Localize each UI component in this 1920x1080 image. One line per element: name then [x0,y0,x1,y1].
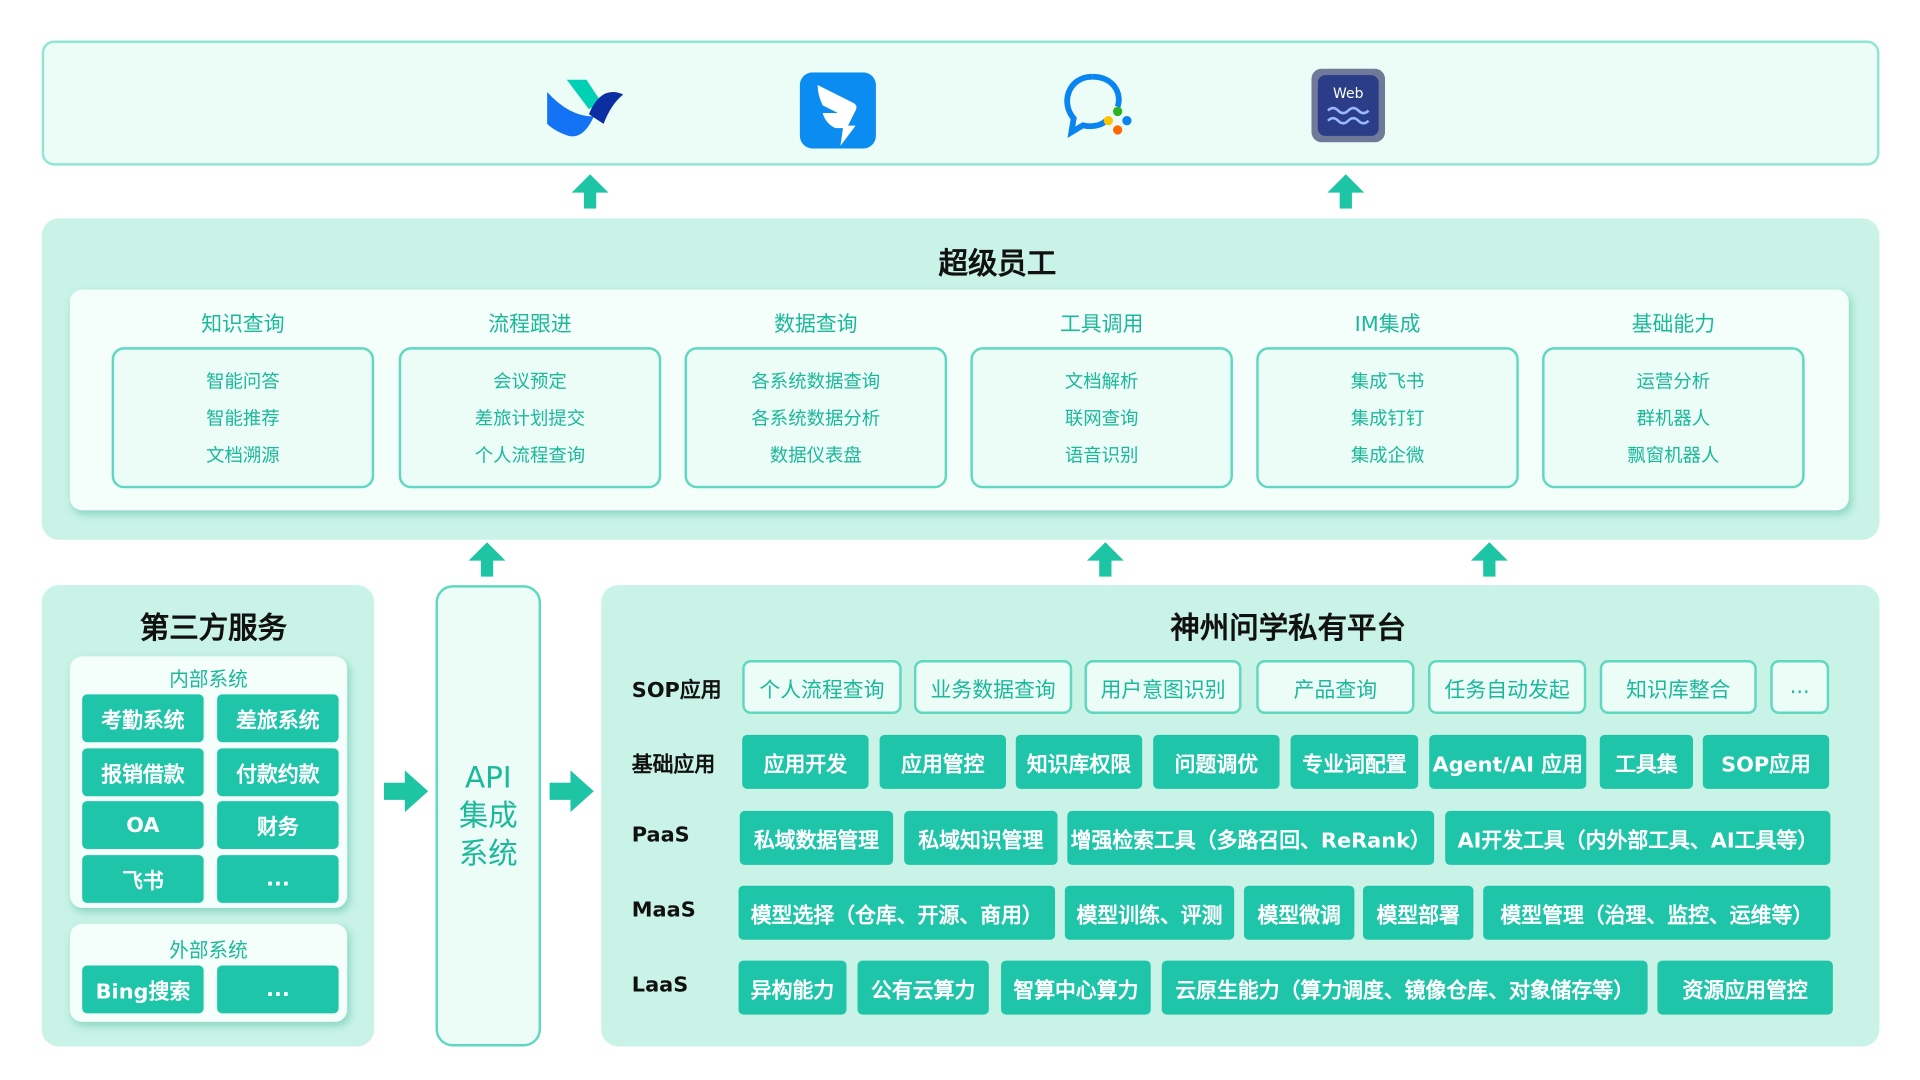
arrow-up-icon [1327,174,1365,209]
platform-chip[interactable]: 模型训练、评测 [1064,885,1235,940]
row-label: 基础应用 [631,753,716,778]
api-line: API [464,760,512,795]
api-line: 系统 [458,836,518,871]
super-employee-title: 超级员工 [938,246,1057,281]
row-label: MaaS [631,898,696,923]
capability-item: 联网查询 [1064,407,1139,430]
platform-chip[interactable]: 用户意图识别 [1084,660,1242,714]
platform-chip[interactable]: 业务数据查询 [913,660,1073,714]
internal-system-chip[interactable]: 飞书 [82,855,204,903]
platform-chip[interactable]: 问题调优 [1153,734,1280,789]
capability-item: 智能问答 [206,370,280,393]
capability-item: 集成钉钉 [1350,407,1425,430]
column-header: 基础能力 [1631,312,1716,338]
platform-chip[interactable]: 私域数据管理 [739,810,894,865]
capability-item: 各系统数据分析 [751,407,881,430]
internal-system-chip[interactable]: 差旅系统 [217,694,339,743]
arrow-up-icon [571,174,609,209]
internal-system-chip[interactable]: 付款约款 [217,748,339,797]
internal-system-chip[interactable]: 考勤系统 [82,694,204,743]
platform-chip[interactable]: 增强检索工具（多路召回、ReRank） [1067,810,1435,865]
web-icon: Web [1311,68,1386,143]
capability-item: 各系统数据查询 [751,370,881,393]
capability-box: 会议预定差旅计划提交个人流程查询 [398,347,662,489]
platform-chip[interactable]: 产品查询 [1256,660,1415,714]
internal-system-chip[interactable]: OA [82,801,204,849]
platform-chip[interactable]: 工具集 [1599,734,1693,789]
platform-chip[interactable]: 公有云算力 [857,960,989,1015]
row-label: LaaS [631,972,689,998]
platform-chip[interactable]: 专业词配置 [1290,734,1419,789]
internal-system-chip[interactable]: ... [217,855,339,903]
platform-chip[interactable]: 模型选择（仓库、开源、商用） [738,885,1056,940]
platform-chip[interactable]: 应用开发 [742,734,869,789]
platform-chip[interactable]: Agent/AI 应用 [1429,734,1587,789]
column-header: 数据查询 [774,312,858,338]
column-header: 流程跟进 [488,312,572,338]
column-header: 知识查询 [201,312,285,338]
capability-item: 个人流程查询 [474,444,586,467]
capability-item: 语音识别 [1064,444,1139,467]
capability-item: 集成企微 [1350,444,1425,467]
capability-box: 运营分析群机器人飘窗机器人 [1542,347,1805,489]
api-integration-box: API 集成 系统 [435,585,542,1047]
platform-chip[interactable]: 个人流程查询 [742,660,902,714]
capability-item: 智能推荐 [206,407,280,430]
capability-item: 文档解析 [1064,370,1139,393]
platform-chip[interactable]: 模型部署 [1362,885,1474,940]
external-system-chip[interactable]: ... [217,965,339,1014]
internal-system-chip[interactable]: 报销借款 [82,748,204,797]
platform-chip[interactable]: 资源应用管控 [1657,960,1833,1015]
internal-system-chip[interactable]: 财务 [217,801,339,849]
row-label: SOP应用 [631,678,722,703]
column-header: 工具调用 [1059,312,1144,338]
capability-item: 会议预定 [493,370,567,393]
platform-title: 神州问学私有平台 [1170,610,1406,646]
feishu-icon [547,79,624,137]
capability-box: 文档解析联网查询语音识别 [970,347,1233,489]
external-system-chip[interactable]: Bing搜索 [82,965,204,1014]
row-label: PaaS [631,823,690,848]
arrow-up-icon [1470,542,1508,577]
platform-chip[interactable]: 知识库权限 [1015,734,1143,789]
platform-chip[interactable]: 任务自动发起 [1427,660,1587,714]
capability-item: 集成飞书 [1350,370,1425,393]
platform-chip[interactable]: 应用管控 [879,734,1006,789]
platform-chip[interactable]: 私域知识管理 [904,810,1058,865]
dingtalk-icon [799,72,876,149]
platform-chip[interactable]: 模型微调 [1243,885,1355,940]
capability-box: 各系统数据查询各系统数据分析数据仪表盘 [684,347,948,489]
svg-text:Web: Web [1333,86,1364,102]
capability-item: 差旅计划提交 [474,407,586,430]
platform-chip[interactable]: ... [1770,660,1830,714]
im-channels-box: Web [41,40,1880,166]
internal-systems-label: 内部系统 [169,667,248,691]
capability-item: 文档溯源 [206,444,280,467]
api-line: 集成 [458,798,518,833]
platform-chip[interactable]: 智算中心算力 [1001,960,1151,1015]
capability-item: 数据仪表盘 [769,444,862,467]
external-systems-label: 外部系统 [169,938,248,962]
arrow-up-icon [1086,542,1124,577]
capability-item: 飘窗机器人 [1627,444,1720,467]
platform-chip[interactable]: AI开发工具（内外部工具、AI工具等） [1445,810,1831,865]
arrow-up-icon [468,542,506,577]
capability-item: 群机器人 [1636,407,1711,430]
capability-item: 运营分析 [1636,370,1711,393]
third-party-title: 第三方服务 [139,610,288,646]
arrow-right-icon [549,770,594,813]
platform-chip[interactable]: 知识库整合 [1599,660,1757,714]
platform-chip[interactable]: 云原生能力（算力调度、镜像仓库、对象储存等） [1161,960,1648,1015]
arrow-right-icon [383,770,429,813]
wecom-icon [1064,73,1132,138]
capability-box: 集成飞书集成钉钉集成企微 [1256,347,1519,489]
platform-chip[interactable]: 模型管理（治理、监控、运维等） [1483,885,1831,940]
platform-chip[interactable]: SOP应用 [1702,734,1830,789]
platform-chip[interactable]: 异构能力 [738,960,847,1015]
column-header: IM集成 [1354,312,1421,338]
capability-box: 智能问答智能推荐文档溯源 [111,347,375,489]
